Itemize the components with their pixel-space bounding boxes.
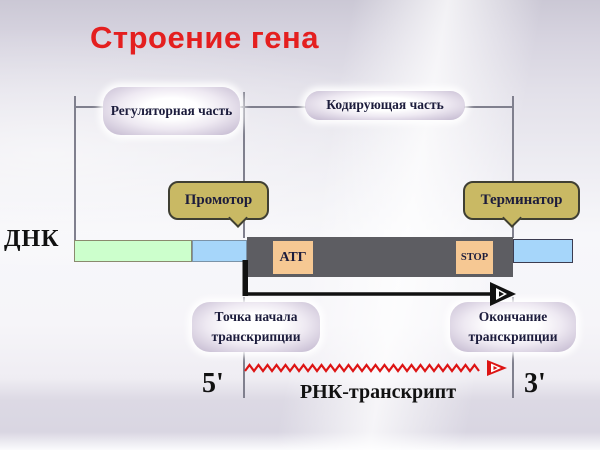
badge-transcription-start-label: Точка начала транскрипции — [211, 308, 301, 344]
badge-transcription-start: Точка начала транскрипции — [192, 302, 320, 352]
atg-codon-box: АТГ — [273, 241, 313, 274]
callout-tail — [502, 208, 522, 228]
dna-segment-promoter-blue — [192, 240, 247, 262]
badge-coding-part: Кодирующая часть — [305, 91, 465, 120]
three-prime-label: 3' — [524, 368, 546, 399]
callout-promoter: Промотор — [168, 181, 269, 228]
badge-transcription-end-label: Окончание транскрипции — [468, 308, 558, 344]
atg-codon-label: АТГ — [279, 249, 307, 265]
callout-terminator-label: Терминатор — [480, 192, 563, 208]
bracket-vertical-line-right-top — [512, 96, 514, 238]
bracket-vertical-line-middle-top — [243, 92, 245, 238]
stop-codon-label: STOP — [460, 252, 489, 263]
badge-transcription-end: Окончание транскрипции — [450, 302, 576, 352]
dna-segment-regulatory-green — [74, 240, 192, 262]
five-prime-label: 5' — [202, 368, 224, 399]
rna-transcript-label: РНК-транскрипт — [299, 381, 457, 403]
dna-segment-terminator-blue — [513, 239, 573, 263]
transcription-direction-arrow — [242, 260, 516, 306]
page-title: Строение гена — [90, 20, 319, 55]
bracket-horizontal-line — [74, 106, 512, 108]
callout-tail — [228, 208, 248, 228]
bracket-vertical-line-left — [74, 96, 76, 241]
rna-transcript-arrow — [244, 360, 507, 376]
badge-regulatory-part-label: Регуляторная часть — [110, 102, 233, 118]
badge-coding-part-label: Кодирующая часть — [326, 97, 444, 113]
dna-label: ДНК — [4, 226, 60, 252]
callout-promoter-label: Промотор — [184, 192, 253, 208]
callout-terminator: Терминатор — [463, 181, 580, 228]
stop-codon-box: STOP — [456, 241, 493, 274]
badge-regulatory-part: Регуляторная часть — [103, 87, 240, 135]
